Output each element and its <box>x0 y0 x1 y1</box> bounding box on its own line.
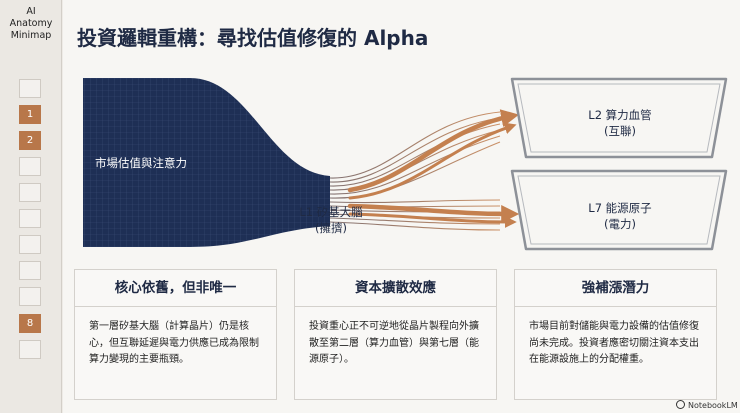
l7-label-line1: L7 能源原子 <box>588 201 652 215</box>
minimap-item[interactable] <box>19 157 41 176</box>
notebooklm-brand: NotebookLM <box>676 400 738 410</box>
card-title: 核心依舊，但非唯一 <box>75 270 276 307</box>
card-title: 資本擴散效應 <box>295 270 496 307</box>
minimap-item[interactable] <box>19 235 41 254</box>
card-title: 強補漲潛力 <box>515 270 716 307</box>
copper-arrows <box>347 109 520 228</box>
minimap-title-line2: Anatomy <box>9 18 53 29</box>
minimap-title-line3: Minimap <box>10 30 52 41</box>
minimap-item[interactable] <box>19 183 41 202</box>
l2-label-line1: L2 算力血管 <box>588 108 652 122</box>
l2-label-line2: (互聯) <box>604 124 636 138</box>
minimap-item-8[interactable]: 8 <box>19 314 41 333</box>
l7-label-line2: (電力) <box>604 217 636 231</box>
card-body: 投資重心正不可逆地從晶片製程向外擴散至第二層（算力血管）與第七層（能源原子）。 <box>309 321 479 365</box>
market-flow-block <box>83 78 330 247</box>
minimap-item[interactable] <box>19 79 41 98</box>
l2-container-inner <box>517 83 721 153</box>
l7-container <box>510 169 728 251</box>
l1-label-line2: (擁擠) <box>315 221 347 235</box>
l2-container <box>510 77 728 159</box>
minimap-title-line1: AI <box>26 6 36 17</box>
brand-label: NotebookLM <box>688 401 738 410</box>
card-catch-up: 強補漲潛力 市場目前對儲能與電力設備的估值修復尚未完成。投資者應密切關注資本支出… <box>514 269 717 400</box>
minimap-item-1[interactable]: 1 <box>19 105 41 124</box>
l1-label-line1: L1 矽基大腦 <box>299 205 363 219</box>
card-body: 第一層矽基大腦（計算晶片）仍是核心，但互聯延遲與電力供應已成為限制算力變現的主要… <box>89 321 259 365</box>
card-capital-diffusion: 資本擴散效應 投資重心正不可逆地從晶片製程向外擴散至第二層（算力血管）與第七層（… <box>294 269 497 400</box>
minimap-item[interactable] <box>19 261 41 280</box>
market-attention-label: 市場估值與注意力 <box>95 156 187 170</box>
minimap-sidebar: AI Anatomy Minimap 1 2 8 <box>0 0 62 413</box>
minimap-item[interactable] <box>19 287 41 306</box>
minimap-item-2[interactable]: 2 <box>19 131 41 150</box>
l7-container-inner <box>517 175 721 245</box>
minimap-item[interactable] <box>19 340 41 359</box>
notebooklm-icon <box>676 400 685 409</box>
page-title: 投資邏輯重構：尋找估值修復的 Alpha <box>77 26 429 50</box>
card-body: 市場目前對儲能與電力設備的估值修復尚未完成。投資者應密切關注資本支出在能源設施上… <box>529 321 699 365</box>
card-core: 核心依舊，但非唯一 第一層矽基大腦（計算晶片）仍是核心，但互聯延遲與電力供應已成… <box>74 269 277 400</box>
minimap-item[interactable] <box>19 209 41 228</box>
